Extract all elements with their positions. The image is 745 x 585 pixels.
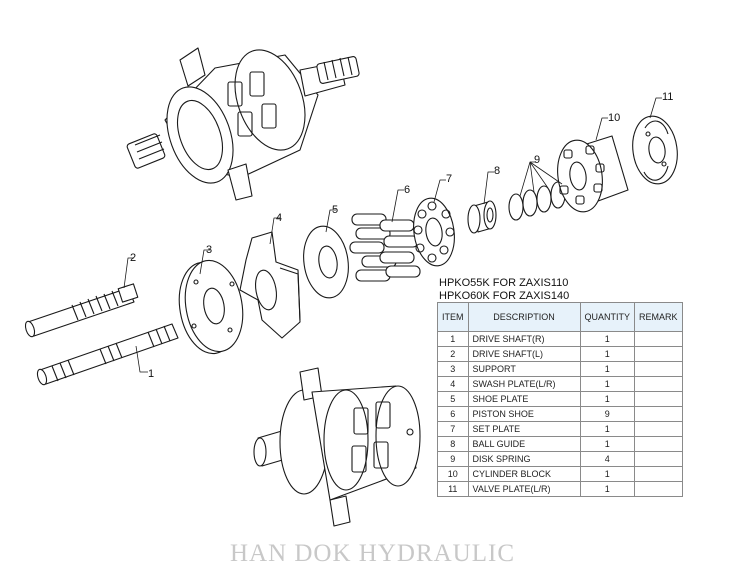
row-description: DISK SPRING (467, 451, 581, 467)
row-remark (634, 436, 683, 452)
row-description: SHOE PLATE (467, 391, 581, 407)
callout-5: 5 (332, 204, 338, 216)
disk-springs-drawing (508, 181, 566, 221)
row-description: SWASH PLATE(L/R) (467, 376, 581, 392)
row-description: SET PLATE (467, 421, 581, 437)
callout-3: 3 (206, 244, 212, 256)
header-quantity: QUANTITY (579, 302, 636, 332)
row-description: CYLINDER BLOCK (467, 466, 581, 482)
callout-11: 11 (662, 91, 673, 103)
row-quantity: 1 (579, 421, 636, 437)
row-remark (634, 376, 683, 392)
row-quantity: 9 (579, 406, 636, 422)
callout-8: 8 (494, 165, 500, 177)
row-item: 8 (437, 436, 469, 452)
model-title-1: HPKO55K FOR ZAXIS110 (439, 277, 569, 289)
row-item: 6 (437, 406, 469, 422)
row-remark (634, 346, 683, 362)
parts-table-header: ITEM DESCRIPTION QUANTITY REMARK (437, 302, 683, 332)
row-quantity: 1 (579, 361, 636, 377)
row-item: 3 (437, 361, 469, 377)
row-item: 5 (437, 391, 469, 407)
drive-shaft-r-drawing (36, 323, 179, 386)
row-remark (634, 421, 683, 437)
callout-9: 9 (534, 154, 540, 166)
row-description: DRIVE SHAFT(R) (467, 331, 581, 347)
row-item: 2 (437, 346, 469, 362)
valve-plate-drawing (632, 115, 678, 185)
row-remark (634, 406, 683, 422)
row-quantity: 4 (579, 451, 636, 467)
row-quantity: 1 (579, 466, 636, 482)
row-remark (634, 361, 683, 377)
row-remark (634, 451, 683, 467)
set-plate-drawing (413, 197, 455, 267)
support-drawing (178, 259, 244, 355)
row-remark (634, 391, 683, 407)
row-quantity: 1 (579, 376, 636, 392)
row-item: 1 (437, 331, 469, 347)
assembled-pump-top (126, 47, 360, 201)
shoe-plate-drawing (303, 225, 349, 299)
model-title-2: HPKO60K FOR ZAXIS140 (439, 290, 570, 302)
row-item: 9 (437, 451, 469, 467)
row-quantity: 1 (579, 436, 636, 452)
row-remark (634, 466, 683, 482)
row-description: BALL GUIDE (467, 436, 581, 452)
row-quantity: 1 (579, 331, 636, 347)
piston-shoes-drawing (349, 213, 421, 282)
row-description: SUPPORT (467, 361, 581, 377)
row-quantity: 1 (579, 481, 636, 497)
header-description: DESCRIPTION (467, 302, 581, 332)
row-remark (634, 331, 683, 347)
callout-numbers: 1 2 3 4 5 6 7 8 9 10 11 (130, 91, 673, 380)
row-remark (634, 481, 683, 497)
row-item: 4 (437, 376, 469, 392)
leader-lines (123, 97, 662, 373)
callout-10: 10 (608, 112, 620, 124)
watermark: HAN DOK HYDRAULIC (229, 540, 516, 567)
row-item: 7 (437, 421, 469, 437)
callout-4: 4 (276, 212, 282, 224)
assembled-pump-bottom (253, 367, 421, 527)
callout-6: 6 (404, 184, 410, 196)
callout-2: 2 (130, 252, 136, 264)
callout-1: 1 (148, 368, 154, 380)
row-description: DRIVE SHAFT(L) (467, 346, 581, 362)
swash-plate-drawing (239, 231, 301, 339)
row-item: 10 (437, 466, 469, 482)
row-quantity: 1 (579, 346, 636, 362)
header-item: ITEM (437, 302, 469, 332)
row-description: VALVE PLATE(L/R) (467, 481, 581, 497)
row-quantity: 1 (579, 391, 636, 407)
cylinder-block-drawing (557, 135, 629, 213)
callout-7: 7 (446, 173, 452, 185)
header-remark: REMARK (634, 302, 683, 332)
drive-shaft-l-drawing (24, 283, 139, 338)
ball-guide-drawing (467, 200, 497, 234)
row-item: 11 (437, 481, 469, 497)
row-description: PISTON SHOE (467, 406, 581, 422)
